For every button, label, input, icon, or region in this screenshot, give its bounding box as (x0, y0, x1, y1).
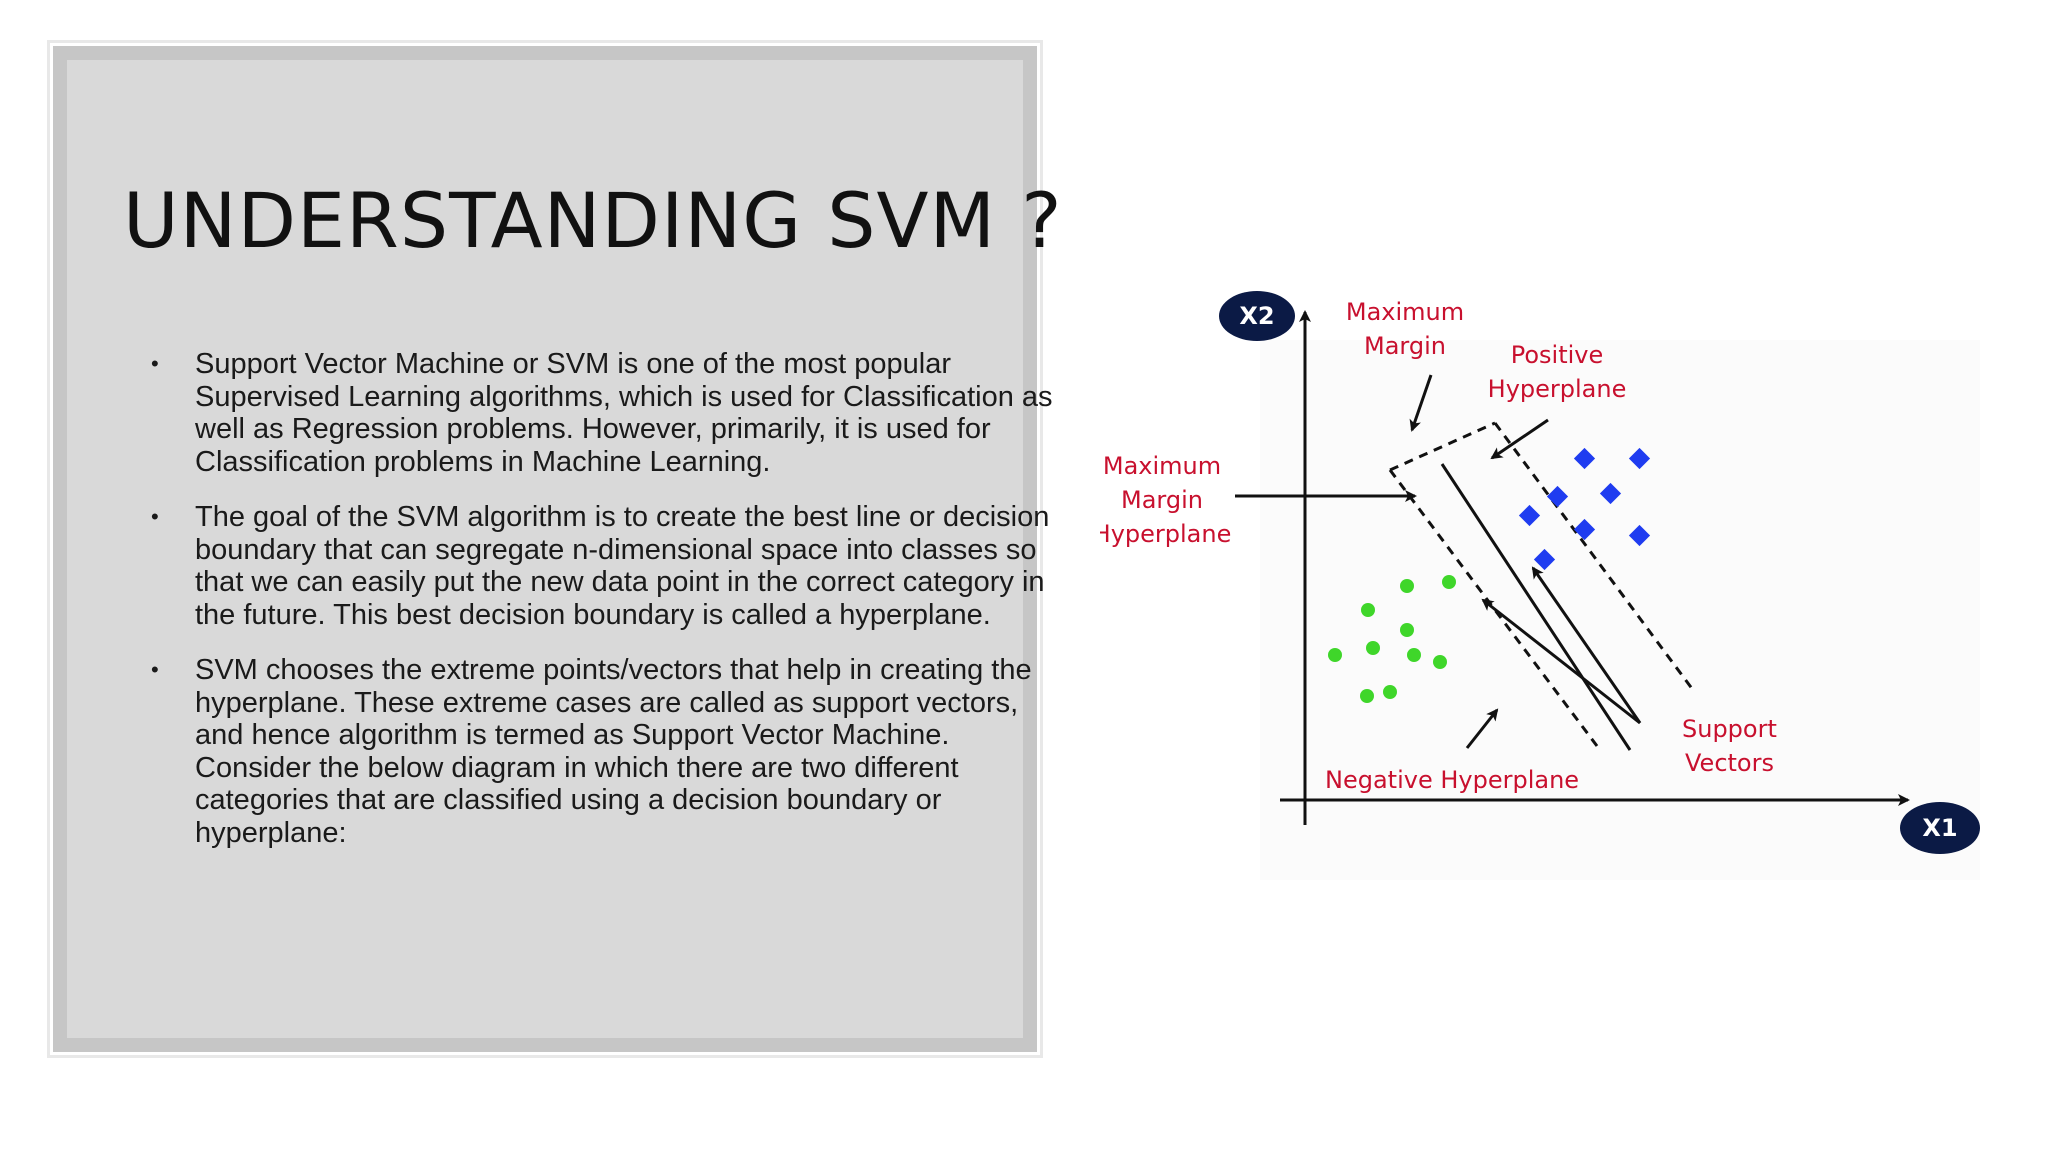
x2-axis-badge (1219, 291, 1295, 341)
x1-axis-badge (1900, 802, 1980, 854)
x1-axis-label: X1 (1922, 814, 1957, 842)
support-vector-arrow-positive (1531, 566, 1642, 724)
bullet-text: SVM chooses the extreme points/vectors t… (195, 654, 1032, 849)
label-positive-hyperplane: Positive (1511, 341, 1604, 369)
negative-point (1400, 579, 1414, 593)
negative-point (1328, 648, 1342, 662)
bullet-item: • Support Vector Machine or SVM is one o… (113, 348, 1053, 478)
maximum-margin-hyperplane (1440, 463, 1632, 751)
negative-class-points (1328, 575, 1456, 703)
negative-point (1366, 641, 1380, 655)
support-vector-arrow-negative (1481, 598, 1641, 725)
x2-axis-label: X2 (1239, 302, 1274, 330)
label-maximum-margin-hyperplane: Maximum (1103, 452, 1221, 480)
slide-title: UNDERSTANDING SVM ? (123, 176, 1063, 265)
positive-hyperplane (1493, 422, 1695, 691)
negative-hyperplane-arrow (1465, 708, 1499, 749)
text-panel (53, 46, 1037, 1052)
bullet-list: • Support Vector Machine or SVM is one o… (113, 348, 1053, 872)
label-support-vectors: Support (1682, 715, 1777, 743)
bullet-item: • The goal of the SVM algorithm is to cr… (113, 501, 1053, 631)
bullet-marker: • (151, 657, 159, 682)
negative-point (1360, 689, 1374, 703)
bullet-text: Support Vector Machine or SVM is one of … (195, 348, 1053, 478)
negative-point (1400, 623, 1414, 637)
text-panel-frame (47, 40, 1043, 1058)
label-maximum-margin-hyperplane: Margin (1121, 486, 1203, 514)
label-negative-hyperplane: Negative Hyperplane (1325, 766, 1579, 794)
label-maximum-margin-hyperplane: Hyperplane (1100, 520, 1231, 548)
label-positive-hyperplane: Hyperplane (1488, 375, 1627, 403)
negative-point (1433, 655, 1447, 669)
negative-point (1407, 648, 1421, 662)
negative-point (1442, 575, 1456, 589)
bullet-marker: • (151, 504, 159, 529)
negative-point (1361, 603, 1375, 617)
max-margin-arrow (1409, 374, 1433, 432)
label-maximum-margin: Margin (1364, 332, 1446, 360)
label-maximum-margin: Maximum (1346, 298, 1464, 326)
svm-diagram: X2 X1 (1093, 280, 2000, 880)
positive-hyperplane-arrow (1490, 418, 1549, 460)
text-panel-content: UNDERSTANDING SVM ? • Support Vector Mac… (53, 46, 1063, 1052)
bullet-marker: • (151, 351, 159, 376)
svm-diagram-svg: X2 X1 (1093, 291, 1980, 880)
margin-cap (1389, 421, 1496, 472)
negative-point (1383, 685, 1397, 699)
negative-hyperplane (1388, 469, 1602, 751)
bullet-item: • SVM chooses the extreme points/vectors… (113, 654, 1053, 849)
bullet-text: The goal of the SVM algorithm is to crea… (195, 501, 1050, 631)
diagram-background (1260, 340, 1980, 880)
label-support-vectors: Vectors (1685, 749, 1774, 777)
